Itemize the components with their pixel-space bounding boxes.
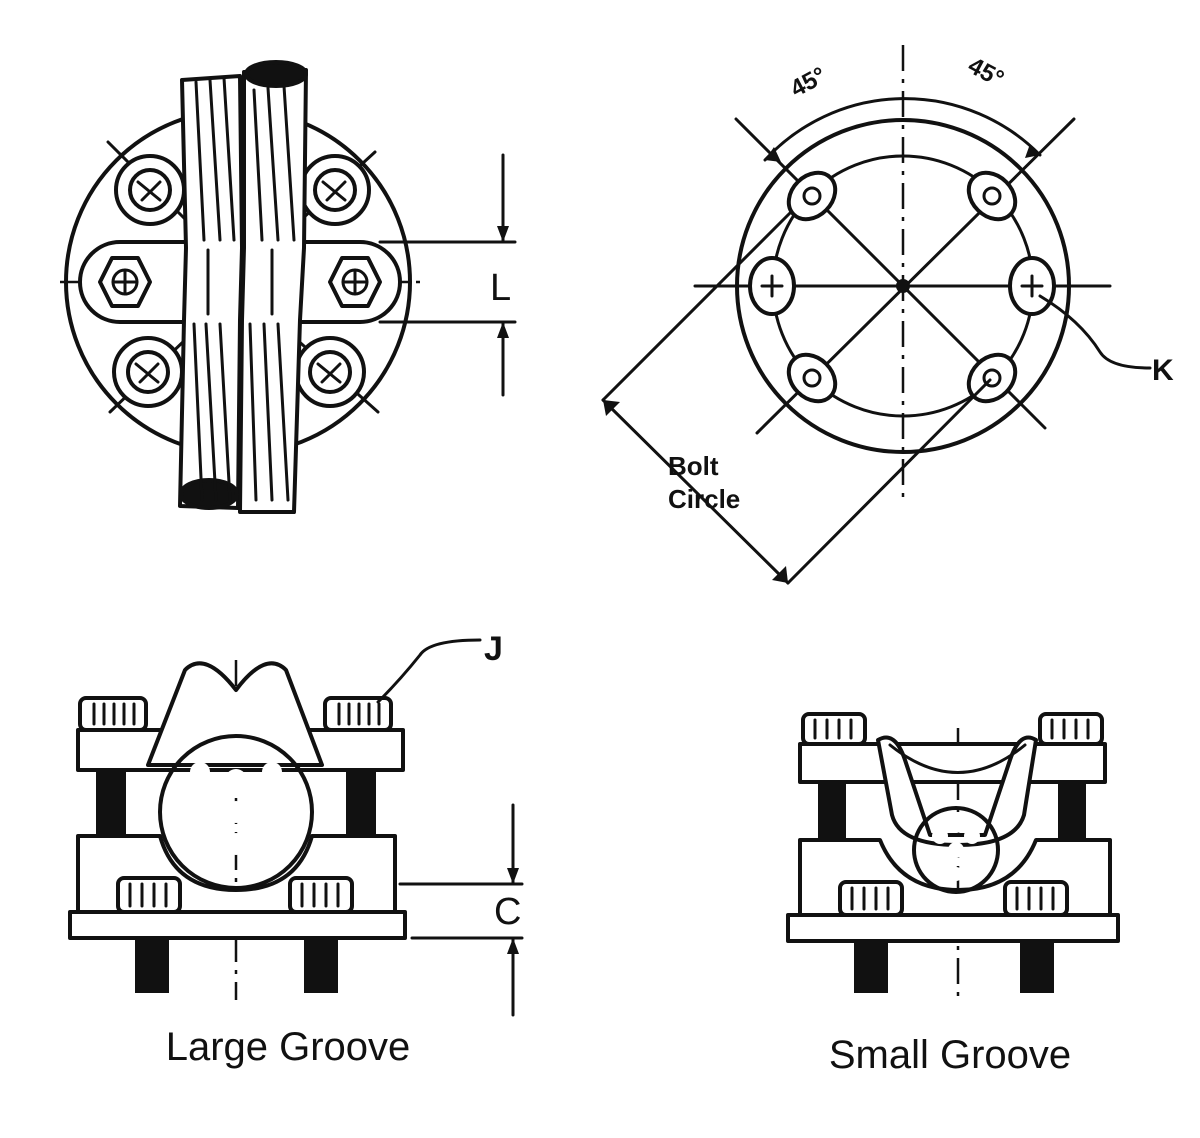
label-J: J (484, 630, 503, 668)
bolt-slot (748, 256, 796, 316)
small-cable-section (912, 806, 1000, 894)
top-nut (78, 696, 148, 732)
leader-J (376, 638, 482, 704)
label-L: L (490, 267, 511, 309)
corner-bolt (114, 154, 186, 226)
bolt-slot (966, 170, 1018, 222)
bolt-slot (786, 352, 838, 404)
caption-small-groove: Small Groove (829, 1033, 1071, 1077)
bolt-circle-label-line1: Bolt (668, 451, 719, 481)
large-cable-section (158, 734, 314, 890)
top-nut (801, 712, 867, 746)
upper-keeper (146, 661, 324, 767)
bolt-slot (1008, 256, 1056, 316)
corner-bolt (294, 336, 366, 408)
top-view-large-groove: L (60, 60, 517, 514)
corner-bolt (299, 154, 371, 226)
cable-right (238, 60, 308, 514)
bottom-nut (288, 876, 354, 993)
corner-bolt (112, 336, 184, 408)
small-groove-elevation: Small Groove (786, 712, 1120, 1077)
bolt-shaft (818, 778, 846, 840)
strap-bolt-left (98, 256, 152, 308)
bolt-shaft (346, 768, 376, 836)
bottom-nut (116, 876, 182, 993)
angle-label-right: 45° (964, 52, 1009, 93)
label-C: C (494, 891, 521, 933)
angle-arc (763, 97, 1042, 162)
base-plate (68, 910, 407, 940)
bolt-slot (786, 170, 838, 222)
top-nut (1038, 712, 1104, 746)
large-groove-elevation: J C Large Groove (68, 630, 524, 1069)
strap-bolt-right (328, 256, 382, 308)
bottom-nut (1003, 880, 1069, 993)
dimension-L (378, 153, 517, 397)
label-K: K (1152, 354, 1174, 387)
top-nut (323, 696, 393, 732)
dimension-C (398, 803, 524, 1017)
bottom-nut (838, 880, 904, 993)
upper-bar (798, 742, 1107, 784)
leader-K (1038, 294, 1152, 370)
bolt-shaft (1058, 778, 1086, 840)
bolt-circle-view: 45° 45° Bolt Circle K (601, 45, 1174, 585)
bolt-shaft (96, 768, 126, 836)
caption-large-groove: Large Groove (166, 1025, 411, 1069)
bolt-circle-label-line2: Circle (668, 484, 740, 514)
cable-left (178, 74, 244, 510)
angle-label-left: 45° (786, 62, 831, 103)
base-plate (786, 913, 1120, 943)
bolt-circle-dimension (601, 211, 992, 585)
